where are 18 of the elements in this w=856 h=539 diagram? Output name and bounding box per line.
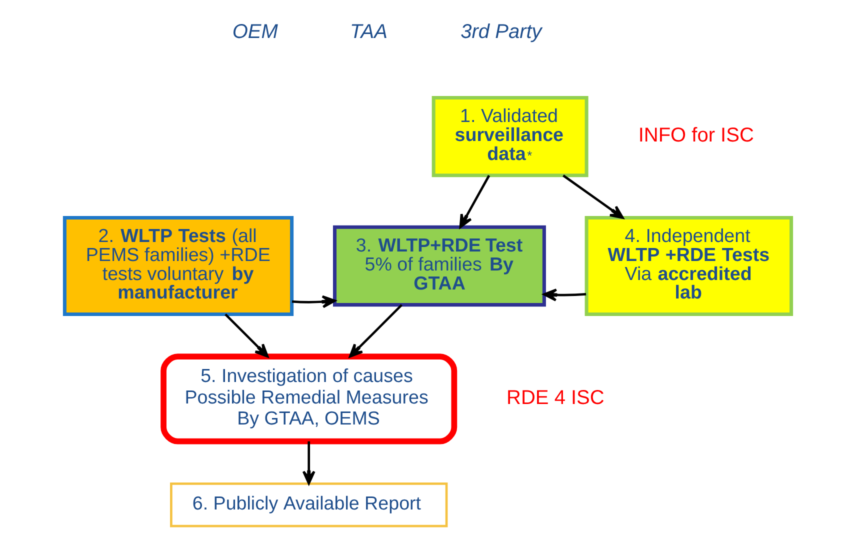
arrow bbox=[562, 174, 624, 219]
label: TAA bbox=[350, 20, 388, 43]
node-box: 4. Independent WLTP +RDE Tests Via accredited lab bbox=[584, 216, 794, 316]
label: OEM bbox=[232, 20, 278, 43]
node-box: 5. Investigation of causes Possible Remedial Measures By GTAA, OEMS bbox=[160, 354, 458, 444]
label: 3rd Party bbox=[460, 20, 542, 43]
label: RDE 4 ISC bbox=[506, 386, 604, 409]
arrow bbox=[459, 174, 490, 228]
label: INFO for ISC bbox=[638, 124, 754, 146]
arrow bbox=[349, 304, 403, 358]
node-box: 3. WLTP+RDE Test 5% of families By GTAA bbox=[332, 225, 546, 307]
node-box: 6. Publicly Available Report bbox=[170, 482, 448, 528]
arrow bbox=[543, 288, 586, 302]
node-box: 2. WLTP Tests (all PEMS families) +RDE tests voluntary by manufacturer bbox=[62, 216, 294, 316]
arrow bbox=[302, 441, 316, 484]
arrow bbox=[224, 313, 269, 358]
arrow bbox=[292, 295, 336, 308]
node-box: 1. Validated surveillance data* bbox=[432, 96, 588, 178]
